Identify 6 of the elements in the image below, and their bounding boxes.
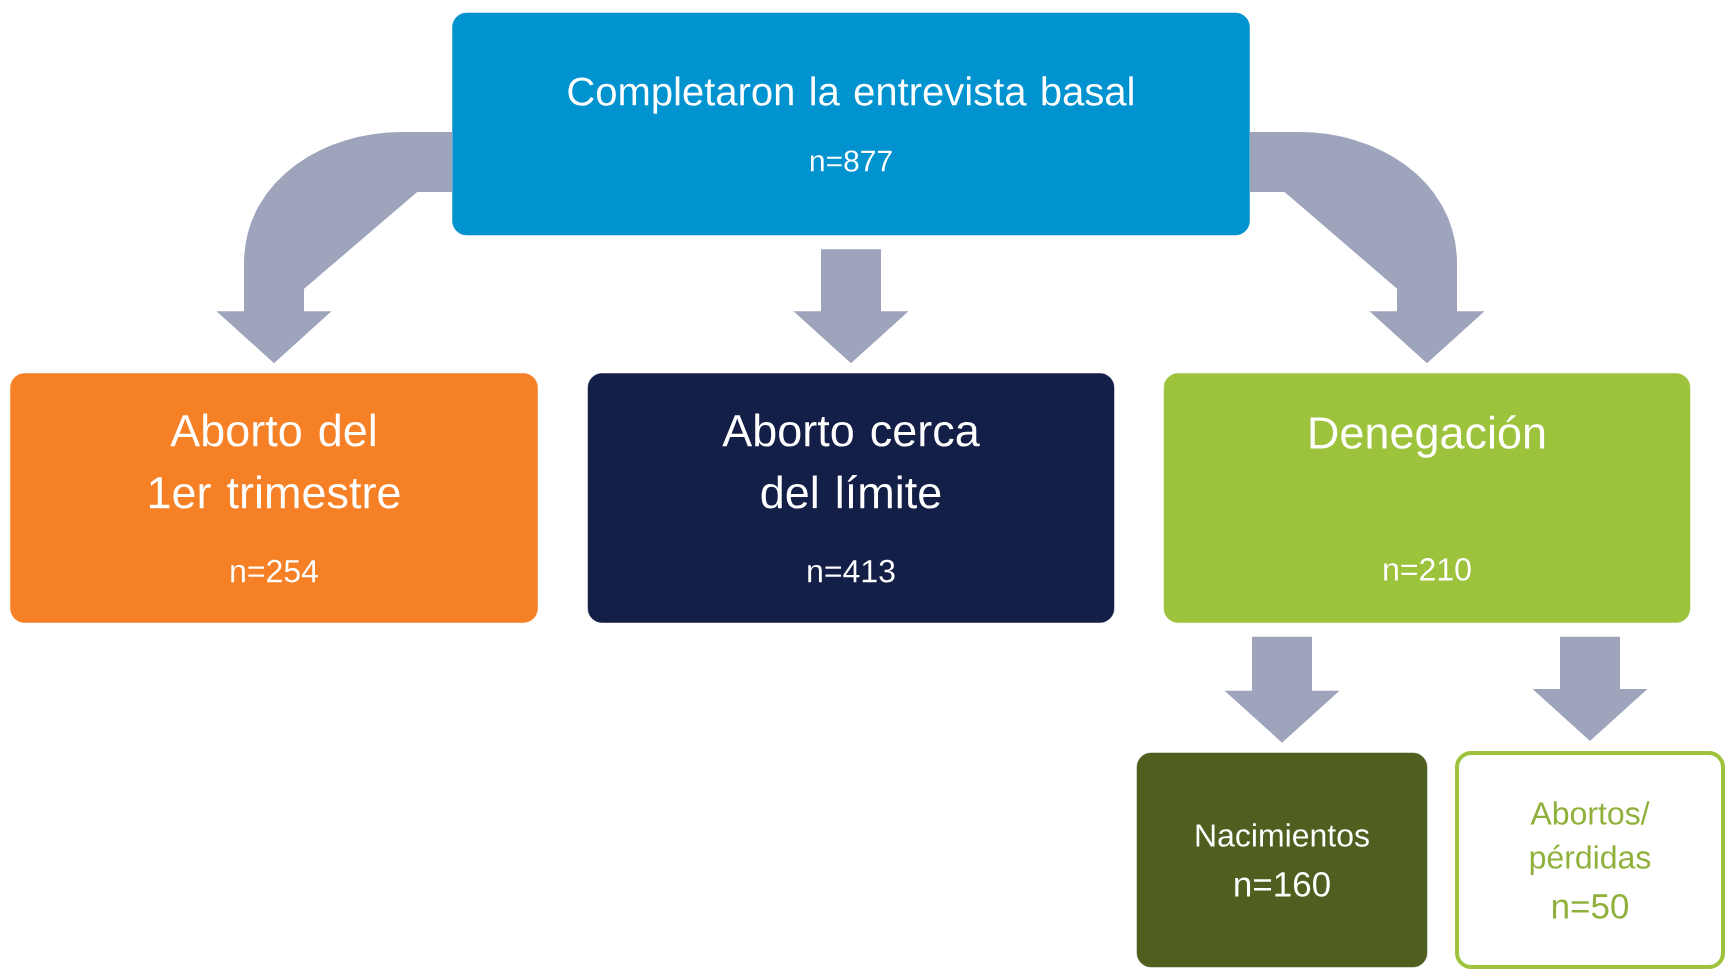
flow-box: Completaron la entrevista basal n=877: [452, 12, 1250, 236]
flow-box: Aborto cerca del límite n=413: [587, 373, 1115, 623]
flow-box: Aborto del 1er trimestre n=254: [10, 373, 538, 623]
flow-box: Nacimientos n=160: [1136, 752, 1428, 968]
flow-box: Denegación n=210: [1163, 373, 1691, 623]
flow-box: Abortos/ pérdidas n=50: [1455, 751, 1725, 969]
